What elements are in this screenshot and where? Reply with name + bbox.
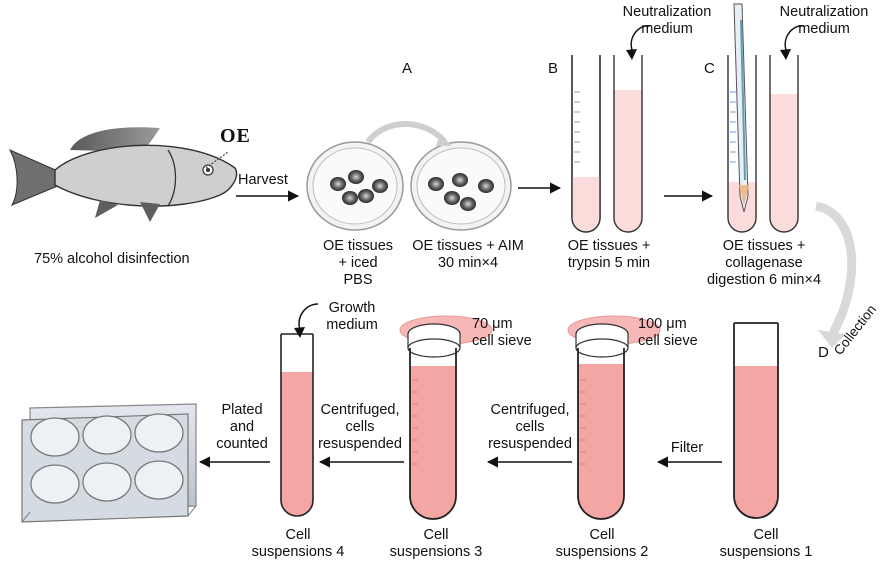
- sieve-70-label: 70 μm cell sieve: [472, 316, 532, 350]
- suspension2-caption: Cell suspensions 2: [552, 527, 652, 561]
- sieve-label-line: cell sieve: [638, 333, 698, 349]
- centrifuge-label-line: Centrifuged,: [490, 402, 570, 418]
- medium-pointer-b-head: [626, 49, 637, 60]
- growth-medium-pointer: [298, 303, 319, 331]
- centrifuge-label-line: resuspended: [488, 436, 572, 452]
- medium-label-line: Neutralization: [779, 4, 869, 20]
- collagenase-caption-line: digestion 6 min×4: [706, 272, 822, 288]
- growth-medium-line: medium: [326, 317, 378, 333]
- medium-pointer-b: [630, 25, 651, 51]
- suspension-caption-line: Cell: [589, 527, 615, 543]
- plated-label-line: Plated: [221, 402, 263, 418]
- tube-trypsin: [571, 55, 601, 233]
- dish1-caption-line: OE tissues: [322, 238, 394, 254]
- suspension-caption-line: suspensions 2: [555, 544, 649, 560]
- dish1-caption-line: PBS: [343, 272, 373, 288]
- plated-label: Plated and counted: [212, 402, 272, 453]
- sieve-label-line: 100 μm: [638, 316, 687, 332]
- centrifuge-label-line: cells: [515, 419, 545, 435]
- plated-label-line: counted: [216, 436, 268, 452]
- pipette: [733, 3, 749, 213]
- centrifuge1-label: Centrifuged, cells resuspended: [484, 402, 576, 453]
- harvest-label: Harvest: [238, 172, 288, 188]
- trypsin-caption: OE tissues + trypsin 5 min: [556, 238, 662, 272]
- dish1-caption: OE tissues + iced PBS: [308, 238, 408, 289]
- collection-arrow-head: [818, 330, 846, 348]
- step-label-a: A: [402, 60, 413, 77]
- sieve-label-line: 70 μm: [472, 316, 513, 332]
- collection-arrow: [814, 201, 857, 338]
- dish2-caption-line: OE tissues + AIM: [412, 238, 524, 254]
- collagenase-caption-line: OE tissues +: [722, 238, 806, 254]
- trypsin-caption-line: OE tissues +: [567, 238, 651, 254]
- petri-dish-iced-pbs: [306, 141, 404, 231]
- suspension-caption-line: Cell: [285, 527, 311, 543]
- centrifuge-label-line: Centrifuged,: [320, 402, 400, 418]
- oe-organ-label: OE: [220, 125, 251, 147]
- trypsin-caption-line: trypsin 5 min: [567, 255, 651, 271]
- suspension-caption-line: suspensions 4: [251, 544, 345, 560]
- step-label-d: D: [818, 344, 829, 361]
- medium-label-line: medium: [798, 21, 850, 37]
- dish2-caption-line: 30 min×4: [437, 255, 499, 271]
- centrifuge-label-line: cells: [345, 419, 375, 435]
- neutralization-medium-label-b: Neutralization medium: [618, 4, 716, 38]
- cell-sieve-70: [399, 315, 493, 358]
- growth-medium-line: Growth: [328, 300, 376, 316]
- suspension-caption-line: suspensions 1: [719, 544, 813, 560]
- cell-sieve-100: [567, 315, 661, 358]
- centrifuge-label-line: resuspended: [318, 436, 402, 452]
- fish-caption: 75% alcohol disinfection: [34, 251, 190, 267]
- tube-suspension-4: [280, 333, 314, 517]
- growth-medium-pointer-head: [294, 327, 305, 338]
- collagenase-caption: OE tissues + collagenase digestion 6 min…: [694, 238, 834, 289]
- suspension-caption-line: Cell: [753, 527, 779, 543]
- plated-label-line: and: [229, 419, 255, 435]
- centrifuge2-label: Centrifuged, cells resuspended: [314, 402, 406, 453]
- medium-label-line: medium: [641, 21, 693, 37]
- suspension3-caption: Cell suspensions 3: [386, 527, 486, 561]
- tube-suspension-1: [733, 322, 779, 519]
- step-label-b: B: [548, 60, 559, 77]
- collagenase-caption-line: collagenase: [725, 255, 803, 271]
- medium-pointer-c-head: [780, 49, 791, 60]
- medium-label-line: Neutralization: [622, 4, 712, 20]
- tube-collagenase: [727, 55, 757, 233]
- step-label-c: C: [704, 60, 715, 77]
- suspension-caption-line: suspensions 3: [389, 544, 483, 560]
- dish2-caption: OE tissues + AIM 30 min×4: [408, 238, 528, 272]
- suspension-caption-line: Cell: [423, 527, 449, 543]
- suspension4-caption: Cell suspensions 4: [248, 527, 348, 561]
- six-well-plate: [21, 403, 197, 523]
- neutralization-medium-label-c: Neutralization medium: [776, 4, 872, 38]
- fish-illustration: [8, 127, 238, 222]
- tube-suspension-2: [577, 340, 625, 520]
- transfer-arc-head: [436, 134, 452, 146]
- medium-pointer-c: [784, 25, 805, 51]
- filter-label: Filter: [670, 440, 704, 456]
- tube-neutralization-c: [769, 55, 799, 233]
- petri-dish-aim: [410, 141, 512, 231]
- sieve-100-label: 100 μm cell sieve: [638, 316, 698, 350]
- dish1-caption-line: + iced: [338, 255, 378, 271]
- tube-suspension-3: [409, 340, 457, 520]
- growth-medium-label: Growth medium: [310, 300, 394, 334]
- tube-neutralization-b: [613, 55, 643, 233]
- sieve-label-line: cell sieve: [472, 333, 532, 349]
- suspension1-caption: Cell suspensions 1: [716, 527, 816, 561]
- transfer-arc: [365, 121, 448, 145]
